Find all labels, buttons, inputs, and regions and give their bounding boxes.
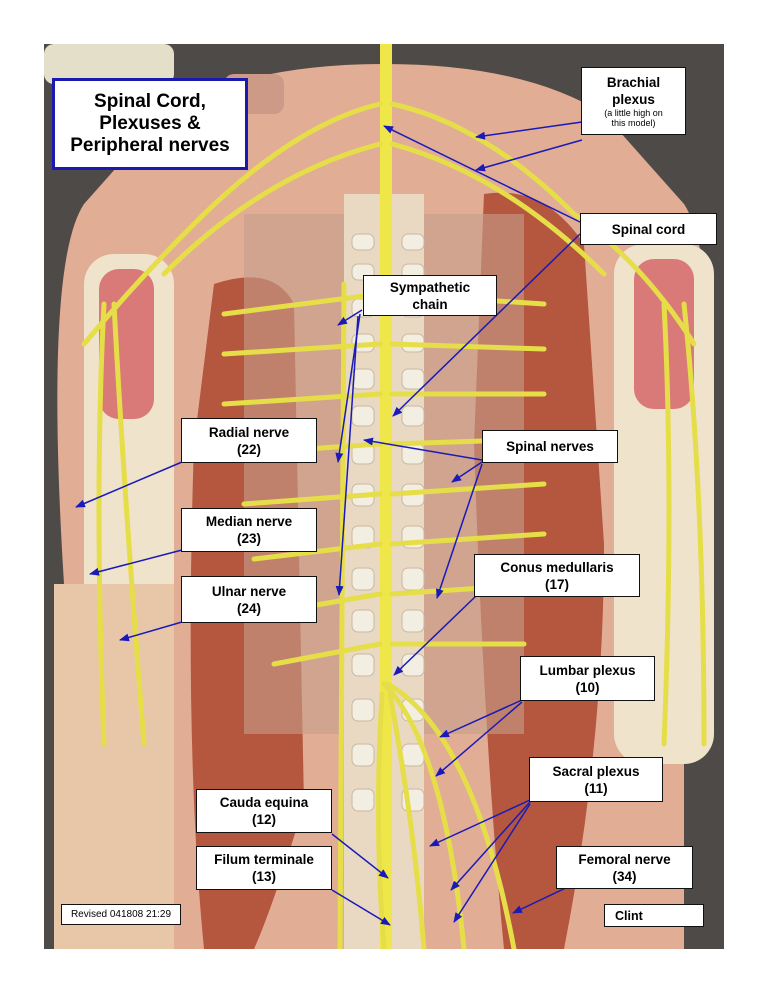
arrow-sympathetic-1 bbox=[337, 309, 363, 326]
arrow-cauda bbox=[331, 833, 389, 879]
arrow-spinal-cord-2 bbox=[392, 233, 581, 417]
diagram-title: Spinal Cord, Plexuses & Peripheral nerve… bbox=[52, 78, 248, 170]
label-median-nerve: Median nerve (23) bbox=[181, 508, 317, 552]
sacral-name: Sacral plexus bbox=[552, 763, 640, 779]
label-brachial-plexus: Brachial plexus (a little high on this m… bbox=[581, 67, 686, 135]
lumbar-name: Lumbar plexus bbox=[539, 662, 636, 678]
label-cauda-equina: Cauda equina (12) bbox=[196, 789, 332, 833]
label-radial-nerve: Radial nerve (22) bbox=[181, 418, 317, 463]
title-line-2: Plexuses & bbox=[99, 113, 201, 134]
revision-text: Revised 041808 21:29 bbox=[70, 909, 172, 920]
arrow-sympathetic-3 bbox=[335, 315, 359, 596]
anatomy-model-photo bbox=[44, 44, 724, 949]
arrow-ulnar bbox=[119, 621, 183, 642]
femoral-name: Femoral nerve bbox=[578, 851, 671, 867]
filum-number: (13) bbox=[251, 869, 276, 884]
label-filum-terminale: Filum terminale (13) bbox=[196, 846, 332, 890]
ulnar-number: (24) bbox=[236, 600, 261, 616]
arrow-brachial-2 bbox=[475, 139, 583, 172]
arrow-lumbar-2 bbox=[435, 701, 523, 777]
cauda-number: (12) bbox=[251, 812, 276, 827]
sacral-number: (11) bbox=[584, 780, 608, 796]
radial-number: (22) bbox=[236, 441, 261, 457]
lumbar-number: (10) bbox=[575, 679, 600, 695]
ulnar-name: Ulnar nerve bbox=[211, 583, 287, 599]
median-number: (23) bbox=[236, 531, 261, 546]
spinal-cord-name: Spinal cord bbox=[611, 221, 686, 237]
label-conus-medullaris: Conus medullaris (17) bbox=[474, 554, 640, 597]
arrow-spinal-nerves-3 bbox=[436, 463, 483, 599]
arrow-brachial-1 bbox=[475, 121, 583, 140]
title-line-3: Peripheral nerves bbox=[70, 135, 230, 156]
arrow-lumbar-1 bbox=[439, 699, 523, 738]
radial-name: Radial nerve bbox=[208, 424, 290, 440]
arrow-conus bbox=[393, 595, 477, 676]
arrow-sacral-3 bbox=[453, 803, 531, 923]
label-femoral-nerve: Femoral nerve (34) bbox=[556, 846, 693, 889]
anatomy-model-drawing bbox=[44, 44, 724, 949]
conus-number: (17) bbox=[544, 576, 569, 592]
arrow-radial bbox=[75, 461, 183, 508]
label-spinal-nerves: Spinal nerves bbox=[482, 430, 618, 463]
arrow-spinal-nerves-1 bbox=[363, 437, 483, 461]
author-stamp: Clint bbox=[604, 904, 704, 927]
cauda-name: Cauda equina bbox=[219, 795, 309, 810]
brachial-line-1: Brachial bbox=[606, 75, 661, 90]
label-ulnar-nerve: Ulnar nerve (24) bbox=[181, 576, 317, 623]
author-text: Clint bbox=[615, 908, 643, 923]
arrow-sacral-2 bbox=[450, 801, 531, 891]
brachial-note-1: (a little high on bbox=[604, 108, 663, 118]
label-spinal-cord: Spinal cord bbox=[580, 213, 717, 245]
sympathetic-line-1: Sympathetic bbox=[389, 279, 471, 295]
label-lumbar-plexus: Lumbar plexus (10) bbox=[520, 656, 655, 701]
title-line-1: Spinal Cord, bbox=[94, 91, 206, 112]
spinal-nerves-name: Spinal nerves bbox=[506, 439, 594, 454]
arrow-filum bbox=[331, 889, 391, 926]
label-sympathetic-chain: Sympathetic chain bbox=[363, 275, 497, 316]
sympathetic-line-2: chain bbox=[412, 296, 448, 312]
median-name: Median nerve bbox=[205, 514, 293, 529]
arrow-spinal-nerves-2 bbox=[451, 461, 483, 483]
filum-name: Filum terminale bbox=[214, 852, 314, 867]
brachial-line-2: plexus bbox=[612, 92, 655, 107]
arrow-spinal-cord-1 bbox=[383, 125, 581, 223]
brachial-note-2: this model) bbox=[611, 118, 656, 128]
femoral-number: (34) bbox=[612, 868, 637, 884]
arrow-median bbox=[89, 549, 183, 576]
conus-name: Conus medullaris bbox=[500, 559, 614, 575]
revision-stamp: Revised 041808 21:29 bbox=[61, 904, 181, 925]
label-sacral-plexus: Sacral plexus (11) bbox=[529, 757, 663, 802]
arrow-femoral bbox=[512, 884, 573, 914]
arrow-sacral-1 bbox=[429, 799, 531, 847]
